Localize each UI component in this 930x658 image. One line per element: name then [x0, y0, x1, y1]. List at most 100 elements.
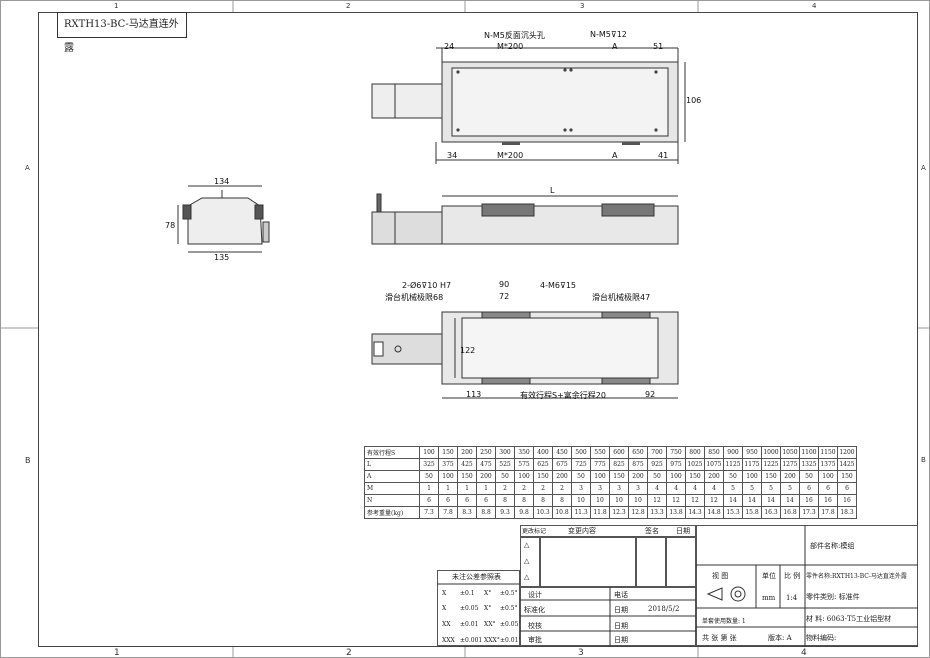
- zone-left-a: A: [25, 164, 30, 172]
- spec-cell: 675: [552, 458, 572, 471]
- dim-l: L: [550, 186, 555, 195]
- spec-cell: 425: [457, 458, 477, 471]
- spec-cell: 50: [571, 470, 591, 483]
- spec-cell: 6: [438, 494, 458, 507]
- spec-cell: 16: [799, 494, 819, 507]
- tolerance-cell: ±0.001: [460, 637, 483, 644]
- spec-cell: 200: [457, 446, 477, 459]
- revision-header: [520, 525, 696, 537]
- spec-cell: 5: [761, 482, 781, 495]
- spec-cell: 12: [685, 494, 705, 507]
- spec-cell: 100: [514, 470, 534, 483]
- spec-cell: 10.3: [533, 506, 553, 519]
- zone-bottom-4: 4: [801, 648, 807, 658]
- dim-51: 51: [653, 42, 664, 51]
- spec-cell: 500: [571, 446, 591, 459]
- spec-cell: 200: [704, 470, 724, 483]
- dim-limit-left: 滑台机械极限68: [385, 293, 444, 302]
- spec-cell: 1: [457, 482, 477, 495]
- spec-cell: 16.3: [761, 506, 781, 519]
- spec-cell: 1025: [685, 458, 705, 471]
- spec-cell: 5: [780, 482, 800, 495]
- dim-n-m5-12: N-M5⊽12: [590, 30, 627, 39]
- spec-cell: 14: [761, 494, 781, 507]
- spec-cell: 6: [419, 494, 439, 507]
- spec-cell: 325: [419, 458, 439, 471]
- spec-cell: 100: [438, 470, 458, 483]
- revision-content-col: [540, 537, 636, 587]
- tolerance-cell: X: [442, 605, 447, 612]
- spec-cell: 2: [552, 482, 572, 495]
- spec-cell: 150: [685, 470, 705, 483]
- dim-92: 92: [645, 390, 656, 399]
- spec-cell: 100: [666, 470, 686, 483]
- spec-cell: 1: [419, 482, 439, 495]
- tolerance-cell: XX: [442, 621, 451, 628]
- revision-tri-1: △: [524, 541, 530, 549]
- info-component: 部件名称:模组: [810, 542, 855, 550]
- tolerance-cell: ±0.1: [460, 590, 475, 597]
- dim-m200-bottom: M*200: [497, 151, 524, 160]
- spec-cell: 1175: [742, 458, 762, 471]
- dim-a-bottom: A: [612, 151, 618, 160]
- spec-cell: 8: [533, 494, 553, 507]
- approval-check: 校核: [528, 622, 542, 630]
- spec-cell: 17.3: [799, 506, 819, 519]
- spec-cell: 200: [476, 470, 496, 483]
- info-material: 材 料: 6063-T5工业铝型材: [806, 615, 892, 623]
- spec-cell: 150: [837, 470, 857, 483]
- spec-cell: 4: [704, 482, 724, 495]
- spec-cell: 16: [818, 494, 838, 507]
- spec-cell: 15.3: [723, 506, 743, 519]
- spec-cell: 14.8: [704, 506, 724, 519]
- tolerance-cell: XXX°: [484, 637, 500, 644]
- spec-cell: 9.8: [514, 506, 534, 519]
- info-block: [696, 525, 918, 646]
- spec-cell: 7.3: [419, 506, 439, 519]
- zone-left-b: B: [25, 456, 31, 465]
- approval-design: 设计: [528, 591, 542, 599]
- spec-cell: 100: [419, 446, 439, 459]
- dim-limit-right: 滑台机械极限47: [592, 293, 651, 302]
- revision-mark: 更改标记: [522, 528, 547, 535]
- dim-78: 78: [165, 221, 176, 230]
- approval-block: [520, 587, 696, 646]
- zone-top-1: 1: [114, 2, 119, 10]
- spec-cell: 300: [495, 446, 515, 459]
- spec-cell: 10: [609, 494, 629, 507]
- spec-cell: 1: [438, 482, 458, 495]
- info-sheets: 共 张 第 张: [702, 634, 737, 642]
- approval-phone: 电话: [614, 591, 628, 599]
- spec-cell: 8: [552, 494, 572, 507]
- zone-bottom-2: 2: [346, 648, 352, 658]
- spec-cell: 8.8: [476, 506, 496, 519]
- tolerance-cell: X: [442, 590, 447, 597]
- spec-cell: 1325: [799, 458, 819, 471]
- info-qty: 单套使用数量: 1: [702, 618, 746, 625]
- zone-right-a: A: [921, 164, 926, 172]
- spec-cell: 15.8: [742, 506, 762, 519]
- spec-cell: 50: [723, 470, 743, 483]
- dim-stroke: 有效行程S+富余行程20: [520, 391, 606, 400]
- spec-cell: 13.8: [666, 506, 686, 519]
- spec-cell: 150: [457, 470, 477, 483]
- spec-cell: 200: [780, 470, 800, 483]
- spec-cell: 950: [742, 446, 762, 459]
- spec-cell: 50: [799, 470, 819, 483]
- spec-cell: 1: [476, 482, 496, 495]
- dim-106: 106: [686, 96, 702, 105]
- spec-cell: 1125: [723, 458, 743, 471]
- spec-cell: 50: [495, 470, 515, 483]
- tolerance-cell: ±0.05: [460, 605, 479, 612]
- spec-cell: 4: [666, 482, 686, 495]
- spec-cell: 14.3: [685, 506, 705, 519]
- spec-cell: 600: [609, 446, 629, 459]
- spec-cell: 650: [628, 446, 648, 459]
- drawing-title: RXTH13-BC-马达直连外露: [57, 12, 187, 54]
- tolerance-cell: ±0.01: [460, 621, 479, 628]
- approval-date-2: 日期: [614, 622, 628, 630]
- dim-90: 90: [499, 280, 510, 289]
